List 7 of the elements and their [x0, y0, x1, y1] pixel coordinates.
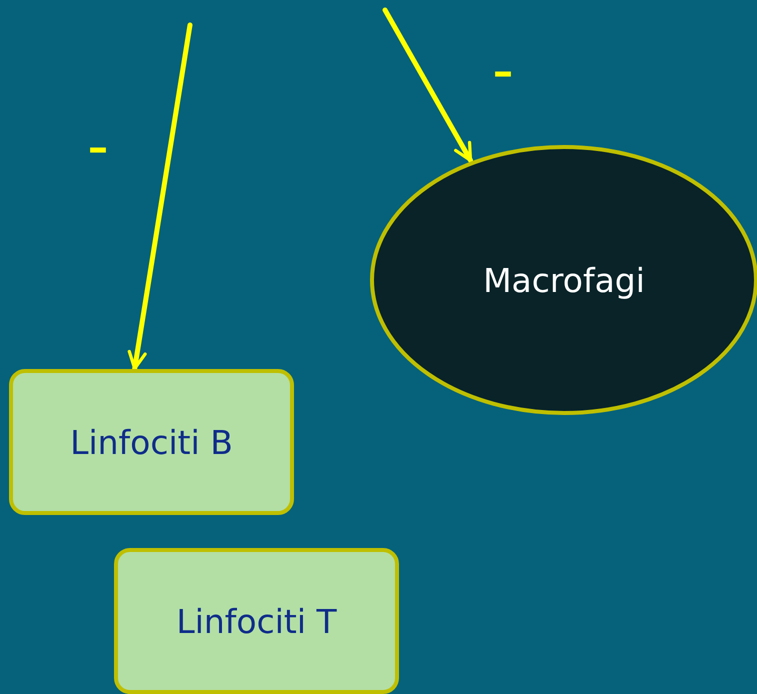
- arrow: [382, 8, 474, 163]
- cell-box: [9, 369, 294, 515]
- cell-label: Linfociti T: [176, 602, 337, 640]
- cell-label: Linfociti B: [70, 422, 233, 462]
- cell-label: Macrofagi: [483, 260, 645, 300]
- cell-box: [114, 548, 399, 694]
- arrow: [128, 22, 192, 372]
